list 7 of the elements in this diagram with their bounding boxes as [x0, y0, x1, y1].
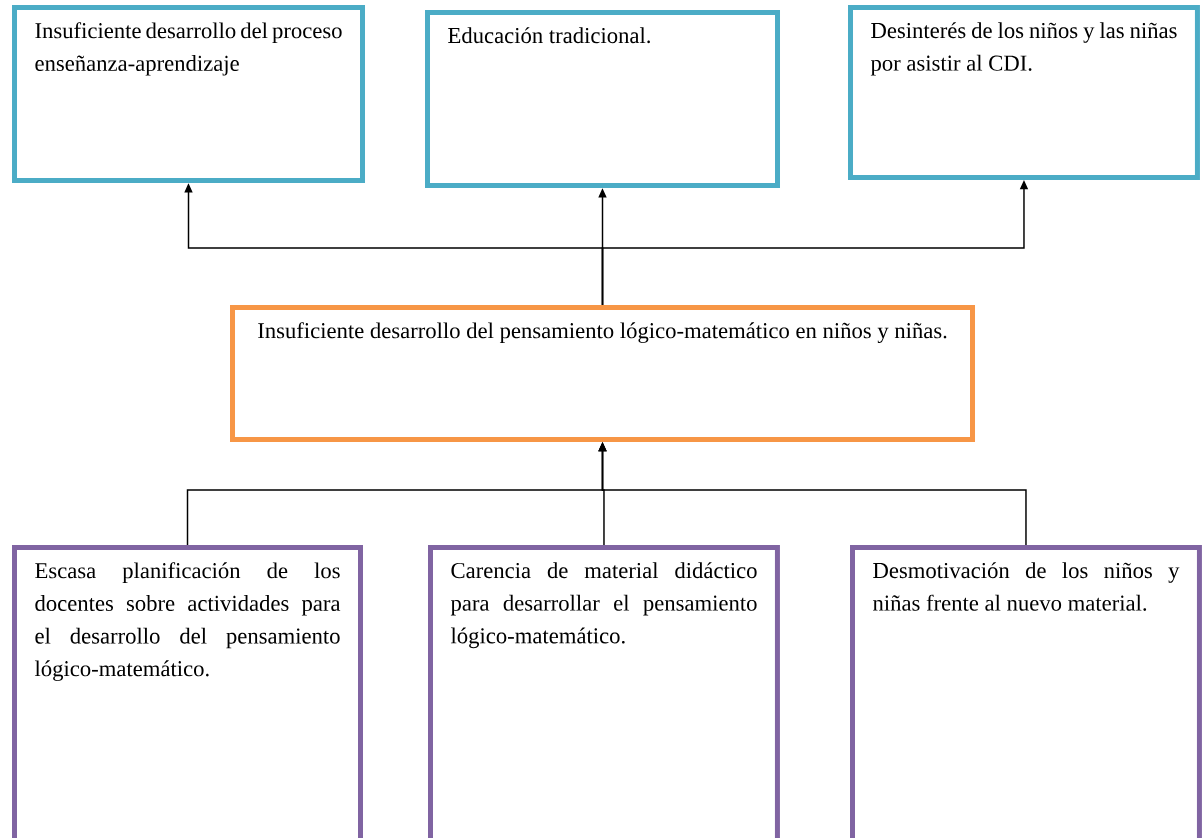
effect-box: Insuficiente desarrollo del proceso enseñanza-aprendizaje — [12, 5, 365, 184]
effect-box: Desinterés de los niños y las niñas por asistir al CDI. — [848, 5, 1200, 180]
problem-box: Insuficiente desarrollo del pensamiento lógico-matemático en niños y niñas. — [230, 305, 975, 442]
cause-box: Carencia de material didáctico para desarrollar el pensamiento lógico-matemático. — [428, 545, 780, 838]
cause-box: Escasa planificación de los docentes sobre actividades para el desarrollo del pensamiento lógico-matemático. — [12, 545, 363, 838]
cause-box: Desmotivación de los niños y niñas frente al nuevo material. — [850, 545, 1202, 838]
effect-box: Educación tradicional. — [425, 10, 780, 189]
